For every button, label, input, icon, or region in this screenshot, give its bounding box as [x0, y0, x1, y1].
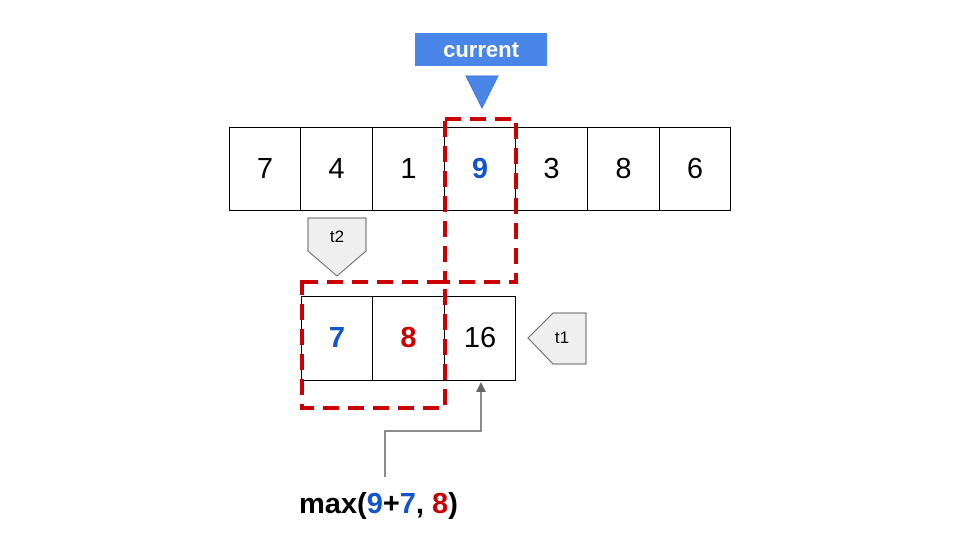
formula-prefix: max(: [299, 488, 367, 520]
formula-arrow-head: [476, 382, 486, 392]
current-pointer-triangle: [465, 75, 499, 110]
formula-term-current: 9: [366, 488, 383, 520]
top-array-cell: 3: [515, 127, 588, 211]
t1-tag-label: t1: [554, 328, 570, 347]
formula-suffix: ): [448, 488, 458, 520]
max-formula: max(9+7, 8): [299, 484, 458, 524]
formula-separator: ,: [415, 488, 433, 520]
t2-tag-shape: [307, 217, 367, 277]
t2-tag-label: t2: [329, 227, 345, 246]
dp-cell-red: 8: [372, 296, 445, 381]
formula-plus: +: [382, 488, 400, 520]
dp-cell-result: 16: [444, 296, 516, 381]
dp-cell-blue: 7: [301, 296, 373, 381]
top-array-cell: 4: [300, 127, 373, 211]
formula-term-blue: 7: [399, 488, 416, 520]
top-array-cell: 7: [229, 127, 301, 211]
top-array-cell-current: 9: [444, 127, 516, 211]
formula-arrow-line: [384, 392, 482, 477]
formula-term-red: 8: [432, 488, 449, 520]
current-label: current: [415, 33, 547, 66]
top-array-cell: 6: [659, 127, 731, 211]
top-array-cell: 1: [372, 127, 445, 211]
t1-tag-shape: [527, 312, 587, 365]
top-array-cell: 8: [587, 127, 660, 211]
